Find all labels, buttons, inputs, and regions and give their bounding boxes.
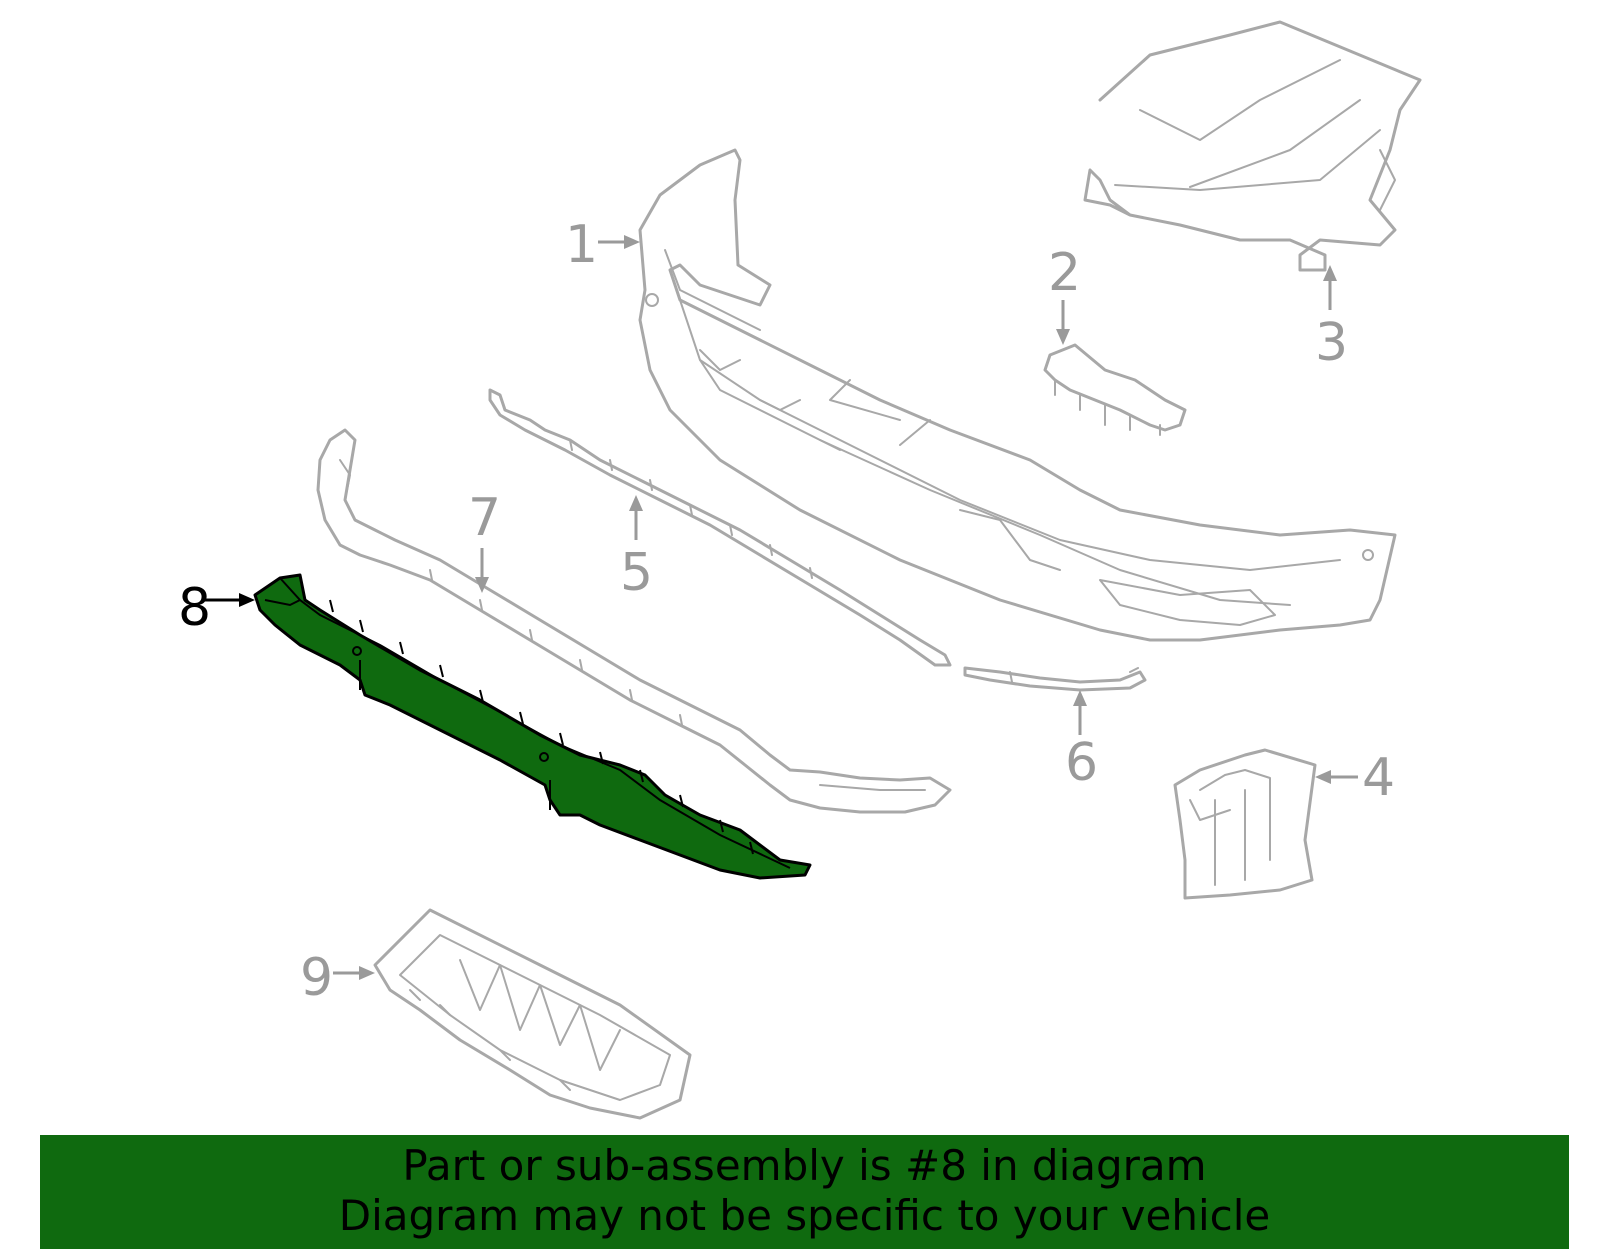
callout-7[interactable]: 7 [468,488,501,593]
callout-4[interactable]: 4 [1315,748,1395,808]
parts-diagram: 1 2 3 4 5 6 7 8 [178,20,1422,1120]
svg-text:8: 8 [178,578,211,638]
svg-text:3: 3 [1315,313,1348,373]
callout-1[interactable]: 1 [565,215,640,275]
callout-8[interactable]: 8 [178,578,255,638]
part-6-small-trim [963,666,1147,692]
callout-5[interactable]: 5 [620,495,653,603]
part-3-upper-cover [1083,20,1422,272]
callout-2[interactable]: 2 [1048,243,1081,345]
svg-text:1: 1 [565,215,598,275]
callout-3[interactable]: 3 [1315,265,1348,373]
part-2-bracket [1043,343,1187,436]
part-9-skid-plate [373,908,692,1120]
part-8-lower-valance [253,573,812,880]
svg-text:9: 9 [300,948,333,1008]
svg-text:5: 5 [620,543,653,603]
part-4-side-bracket [1173,748,1317,900]
callout-9[interactable]: 9 [300,948,375,1008]
svg-text:6: 6 [1065,733,1098,793]
part-7-lower-trim [316,428,952,814]
svg-text:2: 2 [1048,243,1081,303]
banner-line-part-number: Part or sub-assembly is #8 in diagram [402,1141,1207,1190]
info-banner: Part or sub-assembly is #8 in diagram Di… [40,1135,1569,1249]
svg-text:7: 7 [468,488,501,548]
part-1-bumper-cover [638,148,1397,642]
callout-6[interactable]: 6 [1065,690,1098,793]
svg-text:4: 4 [1362,748,1395,808]
part-5-trim-strip [488,388,952,667]
banner-line-disclaimer: Diagram may not be specific to your vehi… [338,1191,1271,1240]
